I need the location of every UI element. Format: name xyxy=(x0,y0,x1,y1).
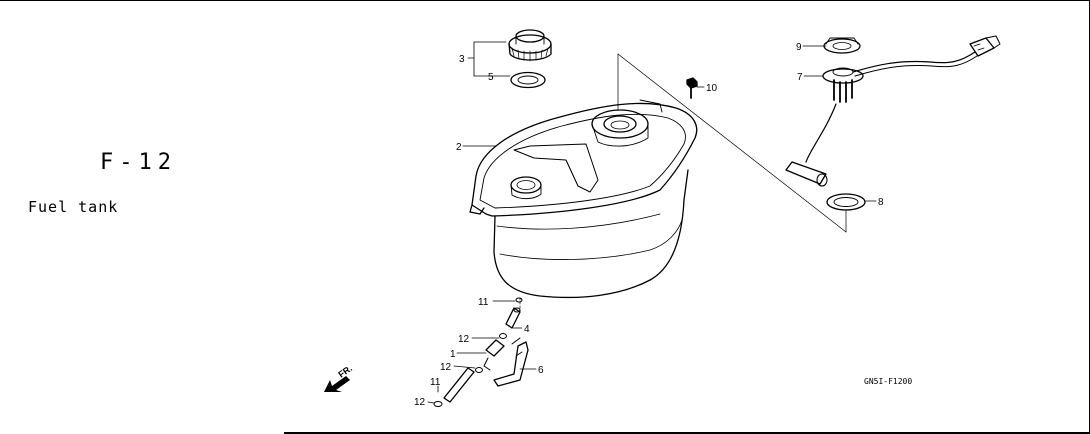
callout-12-b: 12 xyxy=(458,334,470,345)
fuel-tank-illustration xyxy=(469,99,698,299)
callout-2: 2 xyxy=(456,142,462,153)
front-direction-arrow: FR. xyxy=(324,363,354,392)
callout-12-d: 12 xyxy=(414,397,426,408)
fuel-cock-assembly-illustration xyxy=(433,297,529,407)
callout-11: 11 xyxy=(430,377,441,388)
fuel-filler-cap-illustration xyxy=(508,29,552,62)
bolt-illustration xyxy=(686,77,698,99)
front-arrow-label: FR. xyxy=(336,363,354,380)
section-code: F-12 xyxy=(100,150,177,175)
callout-12-c: 12 xyxy=(440,362,452,373)
callout-8: 8 xyxy=(878,197,884,208)
fuel-level-sender-illustration xyxy=(617,35,1001,233)
callout-7: 7 xyxy=(797,72,803,83)
callout-9: 9 xyxy=(796,42,802,53)
bottom-rule xyxy=(284,432,1090,434)
section-title: Fuel tank xyxy=(28,198,119,216)
callout-4: 4 xyxy=(524,324,530,335)
callout-12-a: 11 xyxy=(478,297,489,308)
callout-6: 6 xyxy=(538,365,544,376)
cap-gasket-illustration xyxy=(510,71,546,89)
callout-3: 3 xyxy=(459,54,465,65)
callout-labels: 3 5 2 10 9 7 8 11 4 12 xyxy=(414,41,884,408)
callout-5: 5 xyxy=(488,72,494,83)
callout-1: 1 xyxy=(450,349,456,360)
callout-10: 10 xyxy=(706,83,718,94)
drawing-code: GN5I-F1200 xyxy=(864,377,912,386)
